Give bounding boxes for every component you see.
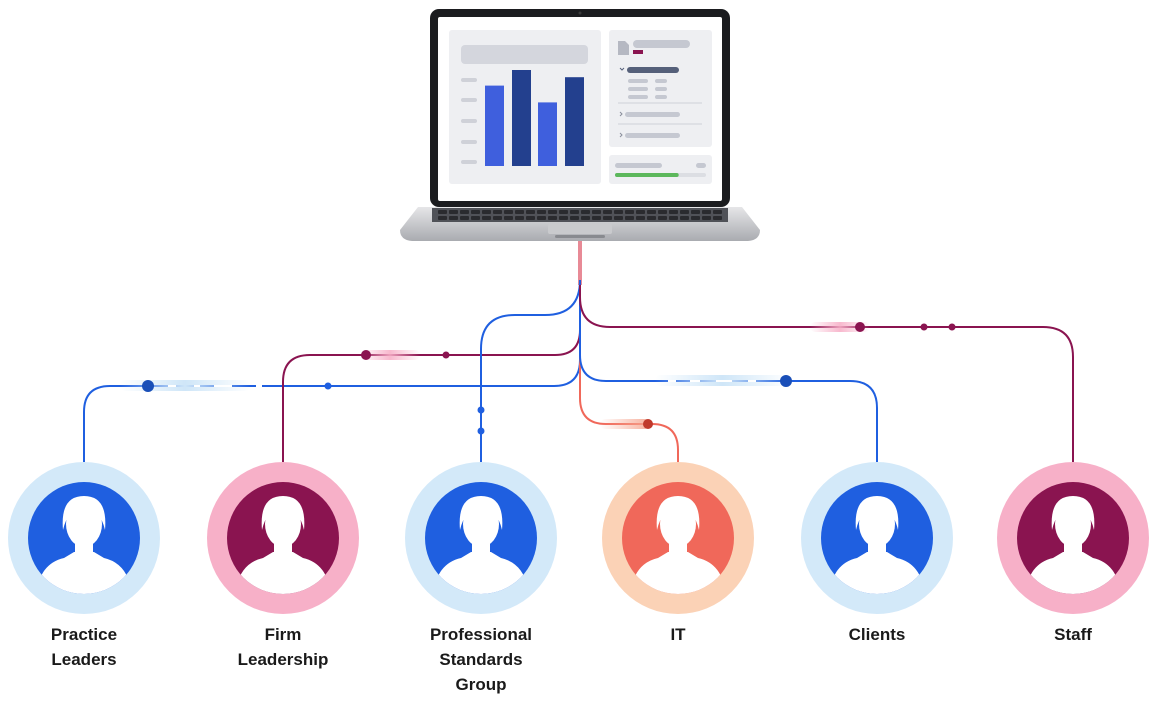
screen-bar [485,85,504,166]
node-label-it: IT [670,625,686,644]
connector-professional-standards-group [480,279,581,462]
person-silhouette-icon [630,496,726,594]
screen-bar [512,70,531,166]
person-silhouette-icon [36,496,132,594]
connector-dots [142,322,956,435]
person-silhouette-icon [829,496,925,594]
screen-bar [538,102,557,166]
laptop-dashboard-icon [400,9,760,241]
node-it [602,462,754,614]
screen-bar [565,77,584,166]
connector-firm-leadership [282,280,581,462]
person-silhouette-icon [1025,496,1121,594]
node-professional-standards-group [405,462,557,614]
connector-clients [579,285,878,462]
person-silhouette-icon [235,496,331,594]
node-label-professional-standards-group: Professional Standards Group [429,625,533,694]
node-label-firm-leadership: Firm Leadership [237,625,329,669]
person-silhouette-icon [433,496,529,594]
connector-practice-leaders [83,280,581,462]
connector-staff [579,285,1074,462]
node-practice-leaders [8,462,160,614]
node-label-practice-leaders: Practice Leaders [50,625,118,669]
node-firm-leadership [207,462,359,614]
node-staff [997,462,1149,614]
node-clients [801,462,953,614]
connector-it [579,285,679,462]
node-label-clients: Clients [848,625,906,644]
node-label-staff: Staff [1054,625,1092,644]
